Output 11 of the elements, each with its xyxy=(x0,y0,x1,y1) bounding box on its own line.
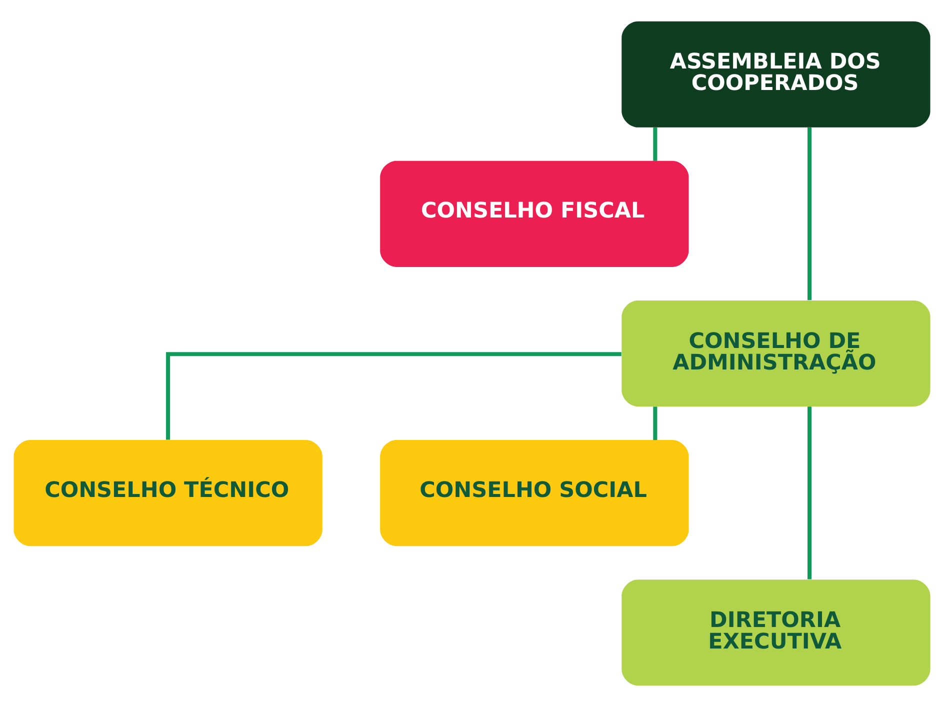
connector xyxy=(807,406,812,579)
node-box: CONSELHO TÉCNICO xyxy=(14,440,322,546)
connector xyxy=(807,127,812,300)
node-box: DIRETORIA EXECUTIVA xyxy=(622,579,930,686)
node-box: ASSEMBLEIA DOS COOPERADOS xyxy=(622,20,930,127)
connector xyxy=(653,406,658,440)
node-box: CONSELHO SOCIAL xyxy=(380,440,689,546)
node-box: CONSELHO FISCAL xyxy=(380,160,689,266)
node-box: CONSELHO DE ADMINISTRAÇÃO xyxy=(622,300,930,406)
connector xyxy=(653,127,658,160)
connector xyxy=(166,352,622,440)
